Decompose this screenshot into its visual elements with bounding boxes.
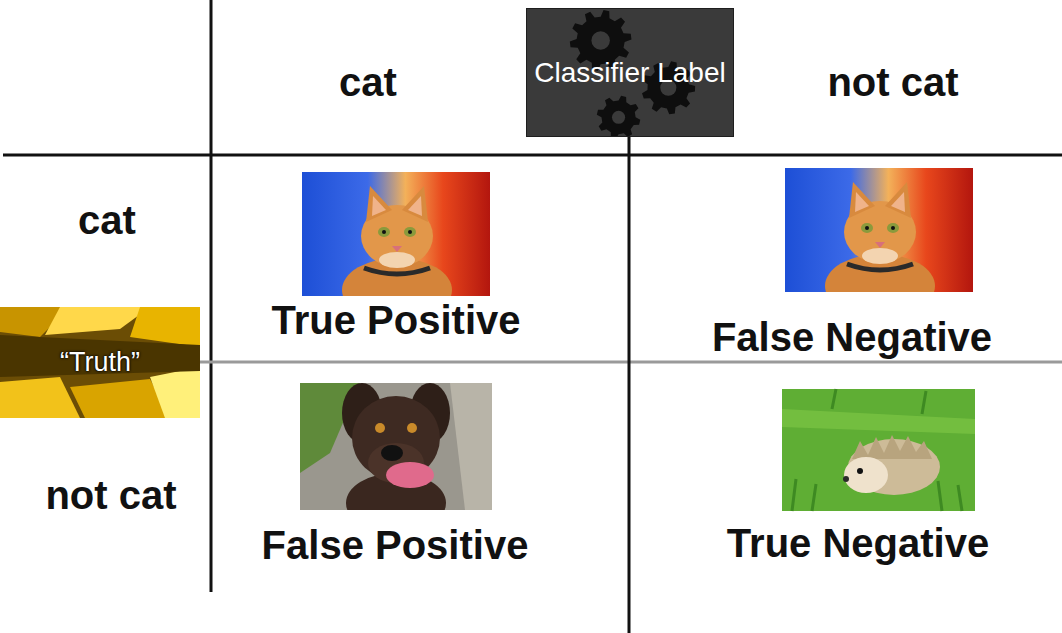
cell-label: True Positive	[272, 299, 521, 341]
gear-hole	[612, 111, 625, 124]
row-header: not cat	[45, 474, 176, 516]
dog-photo	[300, 383, 492, 533]
gear-hole	[591, 31, 610, 49]
node-text: “Truth”	[60, 346, 140, 380]
classifier-box: Classifier Label	[526, 8, 734, 137]
column-header: not cat	[827, 61, 958, 103]
grid-line	[210, 0, 213, 592]
cell-label: True Negative	[727, 522, 989, 564]
gold-bar	[0, 377, 80, 418]
column-header: cat	[339, 61, 397, 103]
gear-icon	[597, 96, 640, 136]
truth-box: “Truth”	[0, 307, 200, 418]
cell-label: False Negative	[712, 316, 992, 358]
grid-line	[3, 154, 1062, 157]
cat-photo	[785, 168, 973, 318]
gold-bar	[150, 367, 200, 418]
hedgehog-photo	[782, 389, 975, 511]
grid-line	[200, 361, 1062, 364]
node-text: Classifier Label	[534, 55, 725, 90]
cell-label: False Positive	[262, 524, 529, 566]
grid-line	[628, 137, 631, 633]
gold-bar	[130, 307, 200, 347]
row-header: cat	[78, 199, 136, 241]
